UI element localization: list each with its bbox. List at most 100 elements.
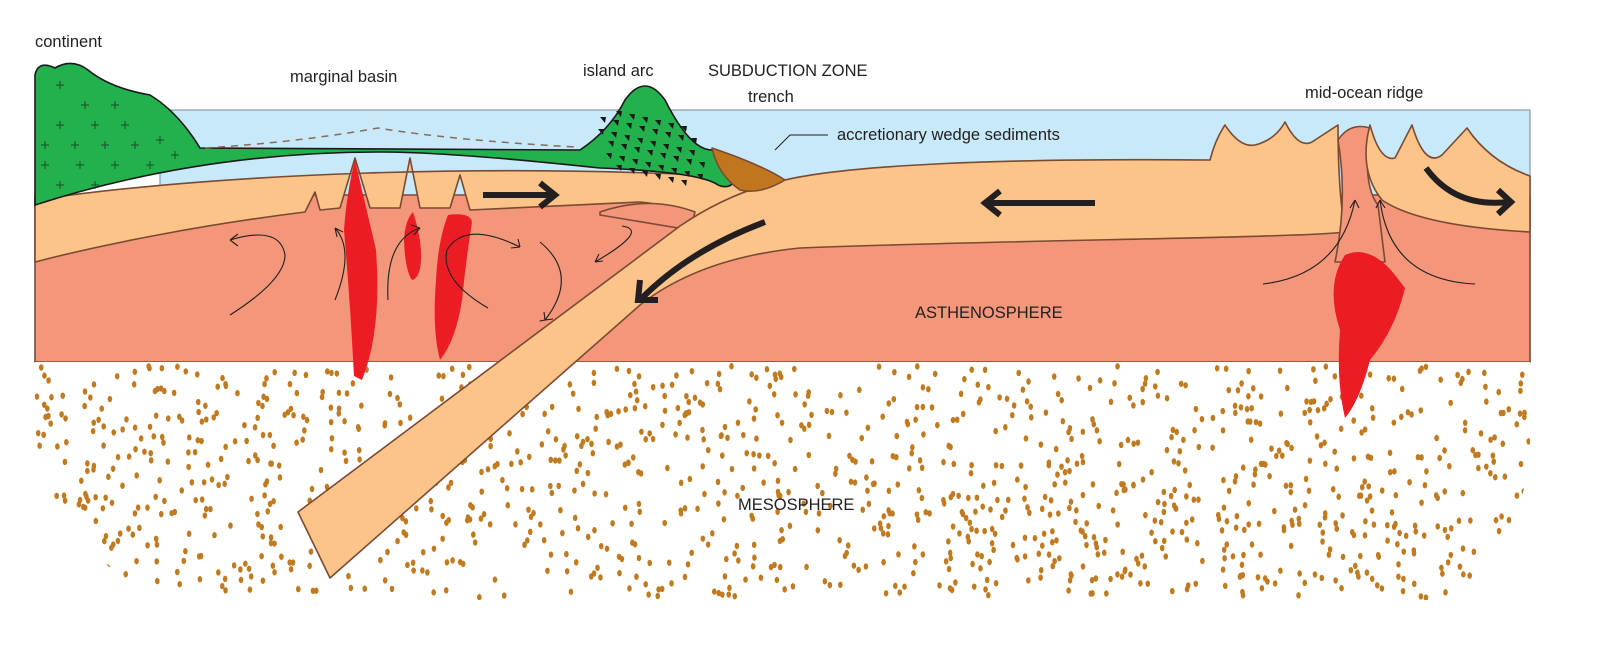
mesosphere-dot [556, 482, 562, 490]
mesosphere-dot [488, 442, 493, 450]
mesosphere-dot [107, 395, 113, 403]
mesosphere-dot [1502, 473, 1508, 480]
mesosphere-dot [630, 454, 636, 461]
mesosphere-dot [775, 412, 780, 419]
mesosphere-dot [111, 429, 117, 436]
mesosphere-dot [126, 453, 132, 460]
mesosphere-dot [1067, 467, 1072, 475]
mesosphere-dot [441, 372, 446, 380]
mesosphere-dot [35, 576, 38, 583]
mesosphere-dot [986, 383, 991, 391]
mesosphere-dot [195, 437, 201, 444]
mesosphere-dot [623, 406, 628, 413]
mesosphere-dot [1468, 517, 1473, 524]
mesosphere-dot [109, 544, 114, 551]
mesosphere-dot [822, 578, 828, 585]
mesosphere-dot [1232, 402, 1238, 409]
mesosphere-dot [1196, 443, 1202, 451]
mesosphere-dot [1258, 551, 1263, 558]
mesosphere-dot [1358, 392, 1364, 399]
mesosphere-dot [262, 492, 267, 499]
mesosphere-dot [1333, 577, 1338, 584]
mesosphere-dot [833, 470, 838, 477]
mesosphere-dot [989, 525, 995, 533]
mesosphere-dot [288, 405, 294, 412]
mesosphere-dot [937, 582, 942, 589]
mesosphere-dot [1434, 434, 1439, 442]
volcanic-mark [673, 156, 679, 162]
mesosphere-dot [479, 488, 485, 495]
mesosphere-dot [993, 461, 999, 469]
mesosphere-dot [62, 458, 68, 466]
volcanic-mark [658, 165, 664, 171]
mesosphere-dot [592, 527, 597, 534]
mesosphere-dot [1067, 504, 1072, 512]
mesosphere-dot [852, 479, 858, 486]
mesosphere-dot [1374, 582, 1380, 589]
mesosphere-dot [960, 510, 966, 518]
mesosphere-dot [513, 521, 518, 528]
mesosphere-dot [270, 562, 276, 569]
volcanic-mark [642, 171, 648, 177]
mesosphere-dot [893, 582, 898, 590]
mesosphere-dot [1235, 387, 1241, 394]
mesosphere-dot [1257, 420, 1263, 427]
mesosphere-dot [1050, 562, 1056, 570]
mesosphere-dot [1496, 388, 1501, 396]
mesosphere-dot [736, 557, 741, 564]
mesosphere-dot [1170, 426, 1176, 434]
mesosphere-dot [1238, 404, 1244, 411]
mesosphere-dot [249, 495, 254, 502]
mesosphere-dot [973, 508, 978, 515]
mesosphere-dot [750, 515, 756, 522]
mesosphere-dot [826, 432, 832, 440]
plus-mark [81, 101, 89, 109]
mesosphere-dot [1319, 574, 1325, 582]
mesosphere-dot [1462, 419, 1468, 427]
mesosphere-dot [134, 557, 139, 565]
mesosphere-dot [1220, 407, 1226, 415]
mesosphere-dot [1161, 508, 1167, 516]
mesosphere-dot [1073, 518, 1078, 526]
mesosphere-dot [991, 546, 996, 554]
convection-arrow [387, 224, 421, 301]
mesosphere-dot [1214, 365, 1220, 372]
mesosphere-dot [962, 376, 967, 383]
mesosphere-dot [1253, 418, 1259, 426]
mesosphere-dot [255, 456, 260, 464]
mesosphere-dot [1362, 532, 1368, 539]
mesosphere-dot [627, 585, 632, 592]
mesosphere-dot [1224, 541, 1230, 548]
mesosphere-dot [804, 563, 809, 571]
mesosphere-dot [1003, 424, 1008, 431]
mesosphere-dot [1364, 497, 1370, 504]
volcanic-mark [621, 144, 627, 150]
mesosphere-dot [260, 533, 266, 540]
mesosphere-dot [1375, 551, 1381, 559]
mesosphere-dot [466, 363, 472, 371]
mesosphere-dot [526, 453, 532, 461]
mesosphere-dot [1023, 483, 1028, 491]
mesosphere-dot [1267, 472, 1272, 480]
mesosphere-dot [242, 421, 247, 429]
mesosphere-dot [1084, 520, 1090, 527]
mesosphere-dot [526, 506, 531, 513]
mesosphere-dot [176, 413, 182, 420]
mesosphere-dot [1116, 460, 1122, 468]
mesosphere-dot [678, 507, 684, 514]
mesosphere-dot [1200, 557, 1205, 565]
mesosphere-dot [871, 525, 877, 532]
mesosphere-dot [1411, 547, 1417, 554]
mesosphere-dot [886, 400, 892, 407]
mesosphere-dot [859, 434, 865, 442]
mesosphere-dot [650, 435, 656, 443]
mesosphere-dot [500, 476, 505, 484]
mesosphere-dot [208, 505, 213, 513]
mesosphere-dot [1393, 492, 1399, 499]
mesosphere-dot [1362, 426, 1368, 433]
mesosphere-dot [950, 416, 956, 424]
mesosphere-dot [1025, 504, 1030, 511]
mesosphere-dot [1296, 515, 1302, 522]
mesosphere-dot [120, 426, 125, 433]
mesosphere-dot [1296, 520, 1302, 527]
